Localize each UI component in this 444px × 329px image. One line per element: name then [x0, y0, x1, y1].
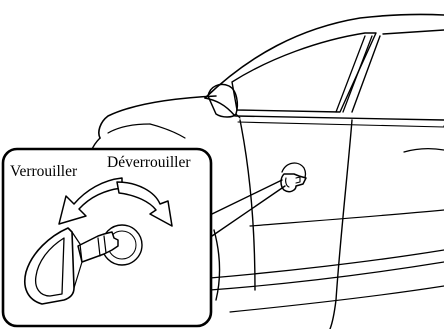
door-handle-small — [281, 163, 306, 192]
car-sill-line — [210, 250, 444, 278]
car-door-front-edge — [240, 120, 255, 290]
callout-line-top — [212, 180, 282, 214]
inset-detail: Verrouiller Déverrouiller — [3, 149, 211, 326]
callout-line-bottom — [212, 186, 285, 236]
unlock-label: Déverrouiller — [107, 154, 191, 171]
car-door-rear-edge — [330, 120, 352, 329]
lock-label: Verrouiller — [10, 163, 78, 180]
car-window-frame — [232, 33, 376, 112]
rear-door-handle — [404, 149, 444, 152]
car-character-line — [250, 210, 444, 226]
car-belt-line — [236, 116, 444, 120]
car-hood-line — [99, 96, 216, 138]
small-key-icon — [281, 174, 306, 192]
car-roof-line — [205, 14, 444, 98]
car-rear-window — [352, 30, 444, 112]
